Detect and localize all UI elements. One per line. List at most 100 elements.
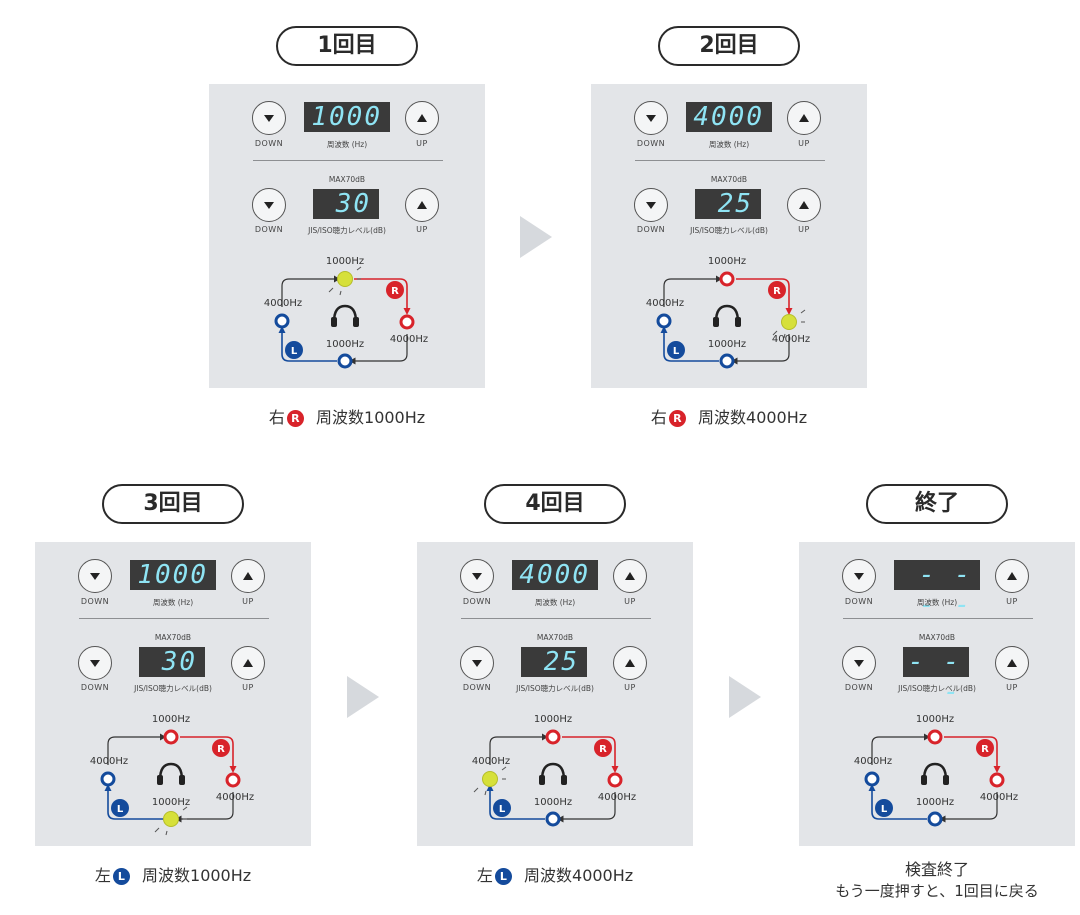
next-arrow-icon	[727, 676, 763, 722]
freq-up-button[interactable]	[787, 101, 821, 135]
side-badge: R	[286, 410, 304, 427]
l-badge-text: L	[881, 804, 888, 815]
step-title: 4回目	[484, 484, 626, 524]
r-badge-text: R	[217, 744, 225, 755]
frequency-display: 4000	[686, 102, 772, 132]
down-label: DOWN	[844, 683, 874, 692]
step-title: 終了	[866, 484, 1008, 524]
cycle-diagram: R L 1000Hz 4000Hz 4000Hz 1000Hz	[90, 714, 254, 836]
r-badge-text: R	[773, 286, 781, 297]
l-badge-text: L	[673, 346, 680, 357]
svg-text:4000Hz: 4000Hz	[772, 334, 810, 345]
l-badge-text: L	[291, 346, 298, 357]
headphones-icon	[157, 762, 185, 785]
freq-up-button[interactable]	[231, 559, 265, 593]
side-badge: R	[668, 410, 686, 427]
svg-text:1000Hz: 1000Hz	[152, 714, 190, 725]
up-label: UP	[1006, 597, 1018, 606]
svg-text:4000Hz: 4000Hz	[598, 792, 636, 803]
up-label: UP	[416, 139, 428, 148]
level-up-button[interactable]	[613, 646, 647, 680]
frequency-label: 周波数 (Hz)	[152, 598, 194, 607]
level-display: 30	[313, 189, 379, 219]
cycle-diagram: R L 1000Hz 4000Hz 4000Hz 1000Hz	[472, 714, 636, 827]
down-label: DOWN	[254, 139, 284, 148]
cycle-diagram: R L 1000Hz 4000Hz 4000Hz 1000Hz	[264, 256, 428, 369]
freq-up-button[interactable]	[405, 101, 439, 135]
frequency-display: 4000	[512, 560, 598, 590]
divider	[843, 618, 1033, 619]
frequency-display: - - - -	[894, 560, 980, 620]
step-title: 3回目	[102, 484, 244, 524]
side-badge: L	[494, 868, 512, 885]
up-label: UP	[416, 225, 428, 234]
down-label: DOWN	[80, 597, 110, 606]
freq-down-button[interactable]	[78, 559, 112, 593]
device-panel: DOWN 1000 周波数 (Hz) UP MAX70dB DOWN 30 JI…	[209, 84, 485, 388]
divider	[461, 618, 651, 619]
level-down-button[interactable]	[460, 646, 494, 680]
svg-text:4000Hz: 4000Hz	[472, 756, 510, 767]
up-label: UP	[624, 597, 636, 606]
headphones-icon	[921, 762, 949, 785]
down-label: DOWN	[462, 683, 492, 692]
level-up-button[interactable]	[787, 188, 821, 222]
up-label: UP	[624, 683, 636, 692]
frequency-display: 1000	[304, 102, 390, 132]
side-badge: L	[112, 868, 130, 885]
level-label: JIS/ISO聴力レベル(dB)	[690, 226, 768, 235]
level-down-button[interactable]	[634, 188, 668, 222]
l-badge-text: L	[117, 804, 124, 815]
level-down-button[interactable]	[78, 646, 112, 680]
svg-text:4000Hz: 4000Hz	[854, 756, 892, 767]
level-up-button[interactable]	[995, 646, 1029, 680]
divider	[635, 160, 825, 161]
level-down-button[interactable]	[252, 188, 286, 222]
svg-text:1000Hz: 1000Hz	[708, 256, 746, 267]
down-label: DOWN	[636, 139, 666, 148]
level-up-button[interactable]	[405, 188, 439, 222]
step-1: 1回目 DOWN 1000 周波数 (Hz) UP MAX70dB DOWN 3…	[209, 26, 485, 446]
level-display: 30	[139, 647, 205, 677]
level-label: JIS/ISO聴力レベル(dB)	[898, 684, 976, 693]
freq-down-button[interactable]	[460, 559, 494, 593]
step-2: 2回目 DOWN 4000 周波数 (Hz) UP MAX70dB DOWN 2…	[591, 26, 867, 446]
frequency-label: 周波数 (Hz)	[326, 140, 368, 149]
step-3: 3回目 DOWN 1000 周波数 (Hz) UP MAX70dB DOWN 3…	[35, 484, 311, 904]
device-panel: DOWN 1000 周波数 (Hz) UP MAX70dB DOWN 30 JI…	[35, 542, 311, 846]
r-badge-text: R	[981, 744, 989, 755]
headphones-icon	[713, 304, 741, 327]
freq-down-button[interactable]	[842, 559, 876, 593]
r-badge-text: R	[599, 744, 607, 755]
svg-text:1000Hz: 1000Hz	[326, 339, 364, 350]
max-label: MAX70dB	[154, 633, 192, 642]
down-label: DOWN	[462, 597, 492, 606]
freq-up-button[interactable]	[995, 559, 1029, 593]
freq-down-button[interactable]	[634, 101, 668, 135]
freq-down-button[interactable]	[252, 101, 286, 135]
next-arrow-icon	[345, 676, 381, 722]
freq-up-button[interactable]	[613, 559, 647, 593]
step-title: 2回目	[658, 26, 800, 66]
next-arrow-icon	[518, 216, 554, 262]
svg-text:4000Hz: 4000Hz	[980, 792, 1018, 803]
down-label: DOWN	[636, 225, 666, 234]
max-label: MAX70dB	[918, 633, 956, 642]
divider	[79, 618, 269, 619]
step-caption-2: もう一度押すと、1回目に戻る	[835, 882, 1039, 900]
svg-text:1000Hz: 1000Hz	[534, 797, 572, 808]
l-badge-text: L	[499, 804, 506, 815]
up-label: UP	[242, 597, 254, 606]
max-label: MAX70dB	[536, 633, 574, 642]
up-label: UP	[798, 139, 810, 148]
svg-text:1000Hz: 1000Hz	[534, 714, 572, 725]
level-up-button[interactable]	[231, 646, 265, 680]
svg-text:1000Hz: 1000Hz	[708, 339, 746, 350]
cycle-diagram: R L 1000Hz 4000Hz 4000Hz 1000Hz	[854, 714, 1018, 827]
level-down-button[interactable]	[842, 646, 876, 680]
frequency-display: 1000	[130, 560, 216, 590]
